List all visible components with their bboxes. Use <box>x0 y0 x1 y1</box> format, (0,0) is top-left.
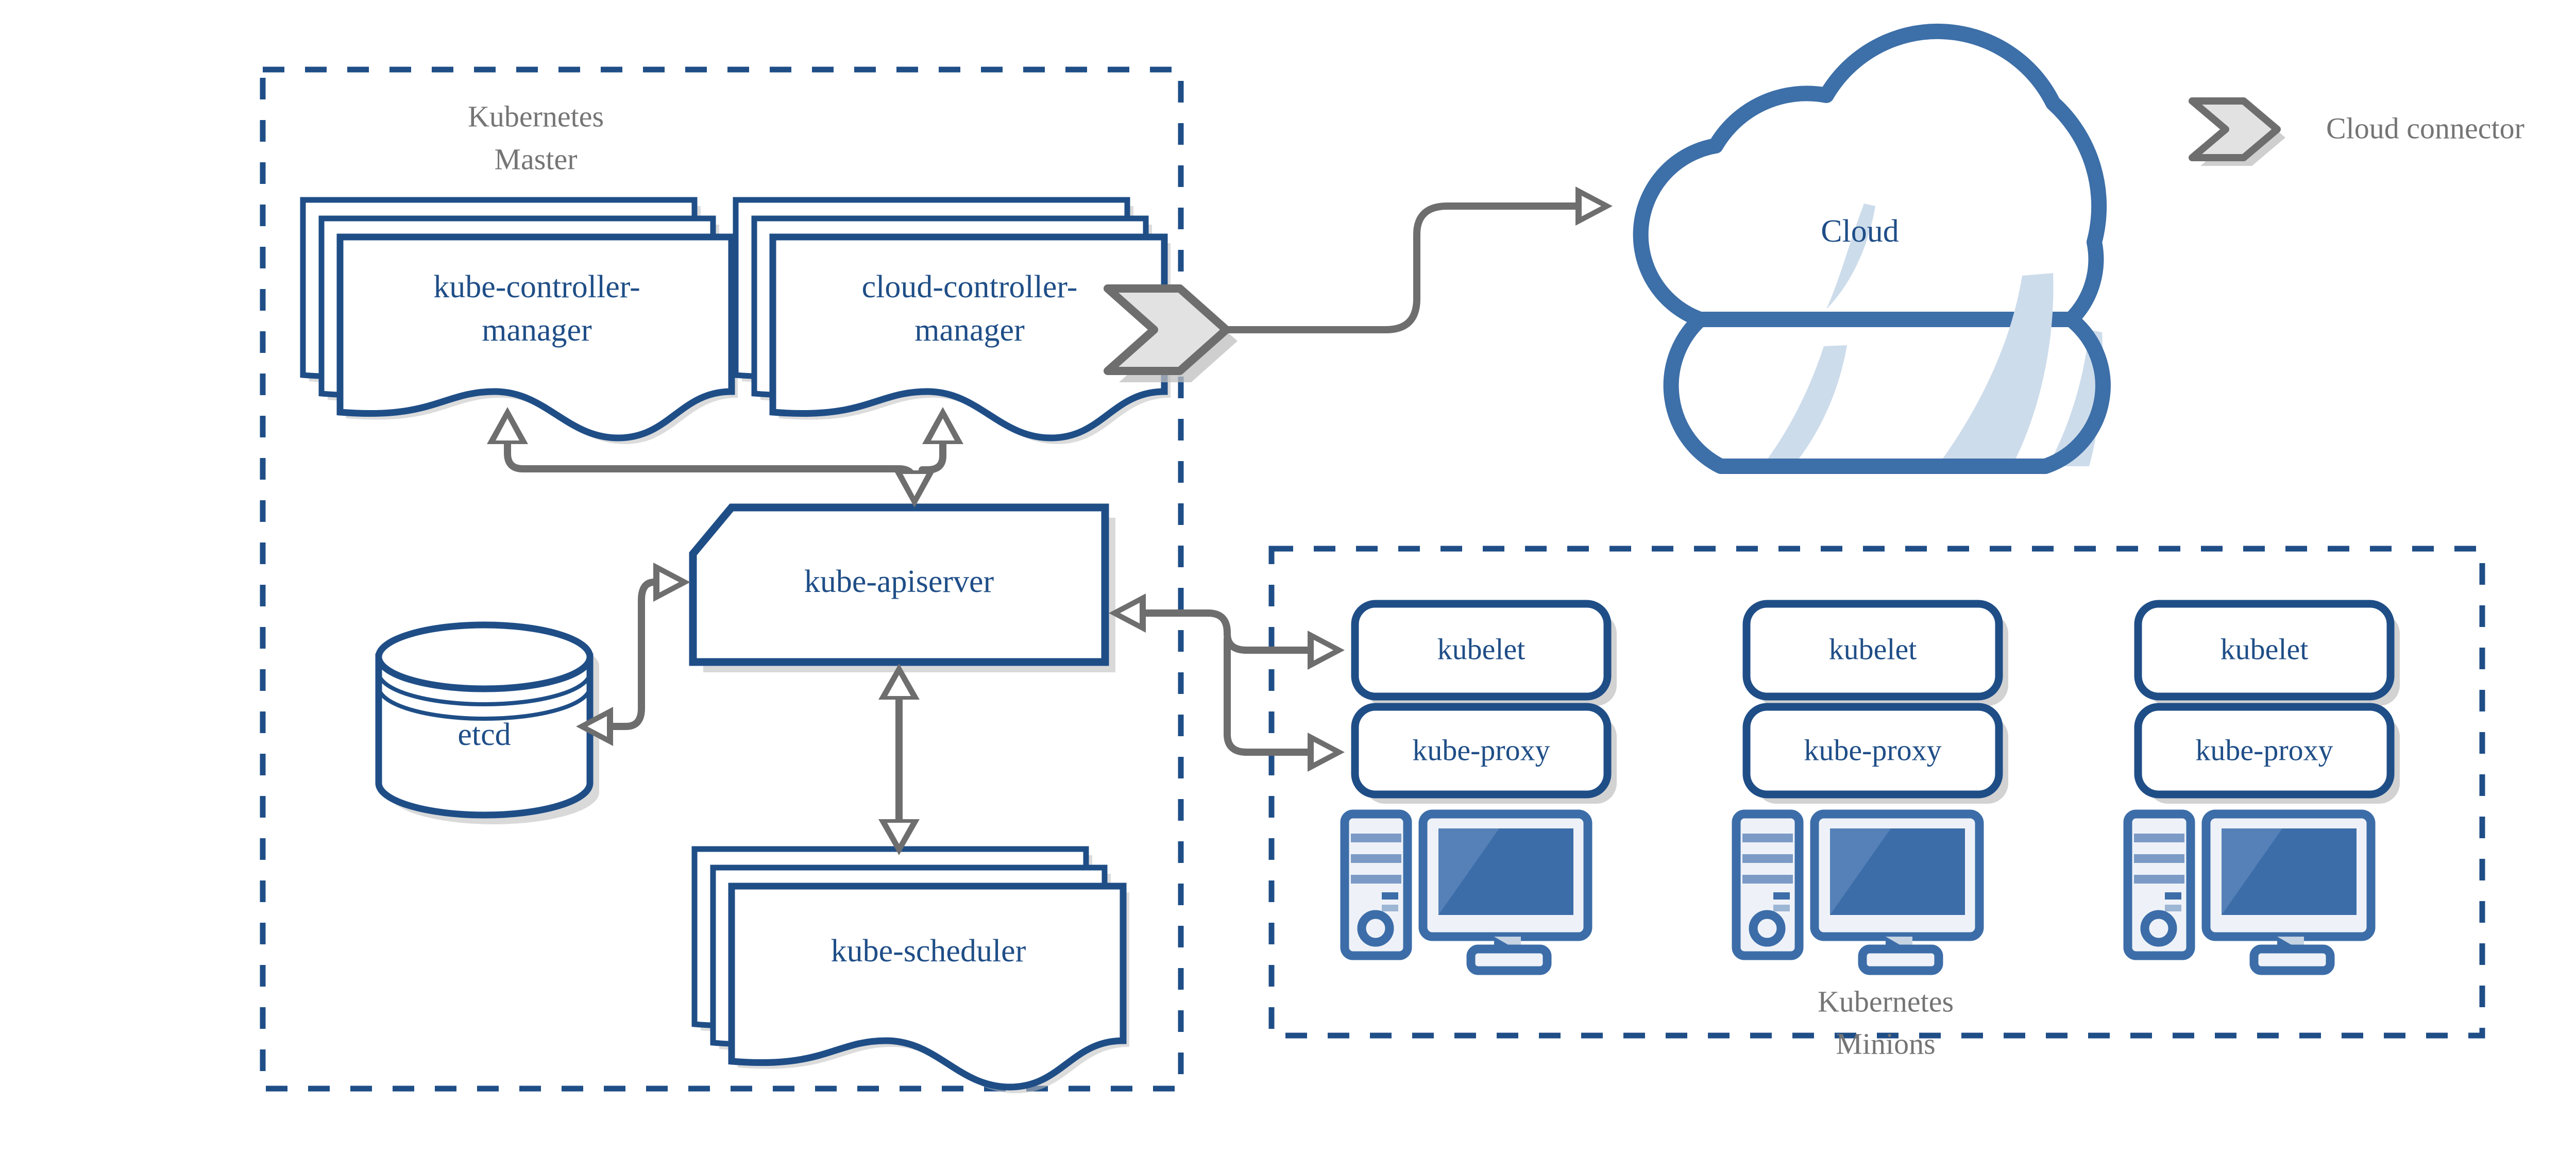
minion-2-kubelet-label: kubelet <box>1829 632 1917 666</box>
minion-2-kubeproxy-label: kube-proxy <box>1804 733 1941 767</box>
minion-3-kubelet-label: kubelet <box>2221 632 2309 666</box>
minion-3[interactable]: kubelet kube-proxy <box>2123 600 2400 975</box>
connector-apiserver-to-kubeproxy <box>1224 635 1345 772</box>
minion-1-kubeproxy[interactable]: kube-proxy <box>1351 703 1617 804</box>
zone-master-label-line1: Kubernetes <box>468 99 604 133</box>
cloud-connector-icon <box>1104 284 1238 382</box>
minion-3-desktop-computer-icon <box>2123 809 2376 975</box>
node-cloud[interactable]: Cloud <box>1633 23 2111 474</box>
legend-cloud-connector: Cloud connector <box>2189 97 2524 166</box>
connector-apiserver-to-scheduler <box>878 664 920 855</box>
node-etcd[interactable]: etcd <box>375 621 599 824</box>
node-etcd-label: etcd <box>457 717 511 752</box>
zone-master-label-line2: Master <box>494 142 577 176</box>
minion-3-kubeproxy-label: kube-proxy <box>2195 733 2333 767</box>
zone-minions-border <box>1268 546 2485 1039</box>
minion-2[interactable]: kubelet kube-proxy <box>1732 600 2008 975</box>
minion-1[interactable]: kubelet kube-proxy <box>1340 600 1617 975</box>
node-kube-apiserver[interactable]: kube-apiserver <box>689 503 1115 672</box>
legend-cloud-connector-icon <box>2189 97 2285 166</box>
minion-2-desktop-computer-icon <box>1732 809 1984 975</box>
node-kube-apiserver-label: kube-apiserver <box>804 564 994 599</box>
connector-apiserver-to-etcd <box>576 563 690 746</box>
connector-cloudconnector-to-cloud <box>1223 186 1613 333</box>
minion-3-kubeproxy[interactable]: kube-proxy <box>2134 703 2400 804</box>
zone-minions-label-line2: Minions <box>1836 1027 1935 1060</box>
node-kube-controller-manager-label-line1: kube-controller- <box>433 269 640 304</box>
connector-apiserver-to-controllers <box>487 407 963 507</box>
minion-2-kubeproxy[interactable]: kube-proxy <box>1742 703 2008 804</box>
node-cloud-controller-manager[interactable]: cloud-controller- manager <box>736 200 1171 444</box>
node-kube-scheduler[interactable]: kube-scheduler <box>694 849 1129 1093</box>
node-cloud-controller-manager-label-line1: cloud-controller- <box>862 269 1078 304</box>
node-cloud-controller-manager-label-line2: manager <box>914 313 1025 348</box>
minion-1-kubelet[interactable]: kubelet <box>1351 600 1617 706</box>
minion-2-kubelet[interactable]: kubelet <box>1742 600 2008 706</box>
legend-cloud-connector-label: Cloud connector <box>2326 111 2524 145</box>
zone-minions-label-line1: Kubernetes <box>1818 985 1954 1018</box>
node-kube-scheduler-label: kube-scheduler <box>831 934 1026 969</box>
minion-1-kubelet-label: kubelet <box>1437 632 1526 666</box>
node-kube-controller-manager[interactable]: kube-controller- manager <box>303 200 738 444</box>
minion-1-desktop-computer-icon <box>1340 809 1592 975</box>
minion-3-kubelet[interactable]: kubelet <box>2134 600 2400 706</box>
connector-apiserver-to-kubelet <box>1109 594 1345 670</box>
node-kube-controller-manager-label-line2: manager <box>482 313 592 348</box>
node-cloud-label: Cloud <box>1821 214 1899 249</box>
minion-1-kubeproxy-label: kube-proxy <box>1412 733 1550 767</box>
